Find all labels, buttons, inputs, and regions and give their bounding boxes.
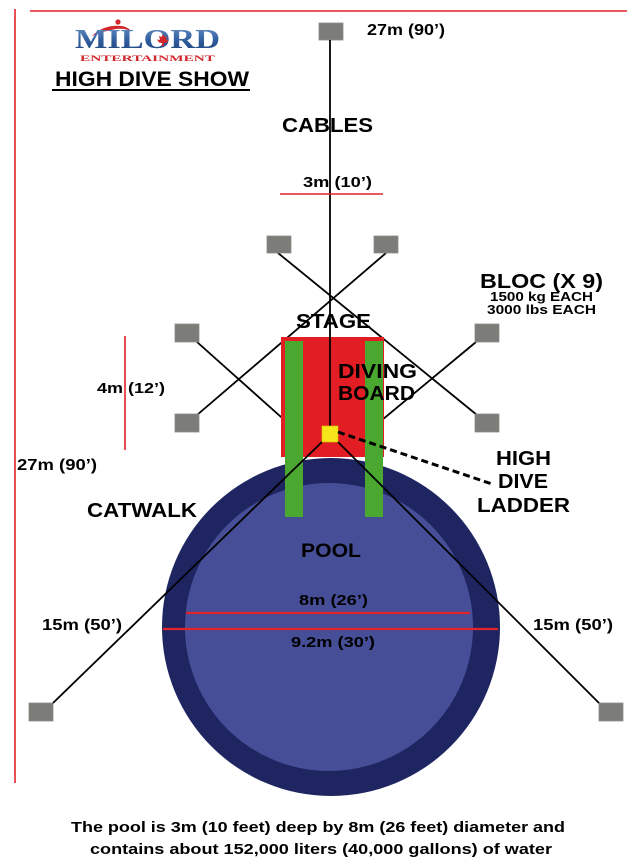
logo-swoosh-icon	[92, 25, 131, 36]
pool-water	[185, 483, 473, 771]
cable-spread-label: 3m (10’)	[303, 174, 372, 191]
cable-left-low-to-upper-right	[196, 252, 387, 416]
cables-label: CABLES	[282, 115, 373, 137]
block-bottom-right	[598, 702, 624, 722]
footer-note-line1: The pool is 3m (10 feet) deep by 8m (26 …	[71, 819, 565, 836]
high-dive-ladder	[321, 425, 339, 443]
bloc-weight-lbs: 3000 lbs EACH	[487, 302, 596, 317]
pool-label: POOL	[301, 541, 361, 562]
catwalk-bar-left	[285, 341, 303, 517]
concrete-blocks	[28, 22, 624, 722]
logo-name: MILORD	[75, 24, 220, 54]
cable-upper-left-to-right-low	[277, 252, 478, 416]
block-bottom-left	[28, 702, 54, 722]
page-title: HIGH DIVE SHOW	[55, 68, 249, 91]
diving-board-label-line2: BOARD	[338, 383, 415, 405]
left-height-label: 27m (90’)	[17, 457, 97, 474]
ladder-label-line1: HIGH	[496, 448, 551, 470]
ladder-label-line2: DIVE	[498, 471, 548, 493]
diving-board-label-line1: DIVING	[338, 361, 417, 383]
logo-tagline: ENTERTAINMENT	[80, 53, 216, 63]
cable-right-mid-to-stage	[375, 341, 477, 426]
cable-ladder-to-bottom-right	[336, 440, 600, 704]
block-left-mid	[174, 323, 200, 343]
block-right-mid	[474, 323, 500, 343]
stage-label: STAGE	[296, 311, 371, 333]
cable-left-mid-to-stage	[196, 341, 291, 426]
block-upper-right	[373, 235, 399, 254]
bloc-label: BLOC (X 9)	[480, 271, 603, 293]
bloc-weight-kg: 1500 kg EACH	[490, 289, 593, 304]
block-left-low	[174, 413, 200, 433]
maple-leaf-icon	[157, 34, 169, 46]
block-upper-left	[266, 235, 292, 254]
stage-height-label: 4m (12’)	[97, 380, 165, 397]
cable-ladder-to-bottom-left	[52, 440, 324, 704]
anchor-right-distance-label: 15m (50’)	[533, 617, 613, 634]
block-right-low	[474, 413, 500, 433]
pool-outer-diameter-label: 9.2m (30’)	[291, 634, 375, 651]
milord-logo: MILORD ENTERTAINMENT	[75, 19, 220, 63]
anchor-left-distance-label: 15m (50’)	[42, 617, 122, 634]
pool-inner-diameter-label: 8m (26’)	[299, 592, 368, 609]
logo-diver-head-icon	[115, 19, 121, 25]
ladder-pointer-dashed-line	[337, 430, 493, 486]
ladder-label-line3: LADDER	[477, 495, 571, 517]
top-height-label: 27m (90’)	[367, 22, 445, 39]
block-top	[318, 22, 344, 41]
catwalk-label: CATWALK	[87, 500, 198, 522]
footer-note-line2: contains about 152,000 liters (40,000 ga…	[90, 841, 552, 858]
